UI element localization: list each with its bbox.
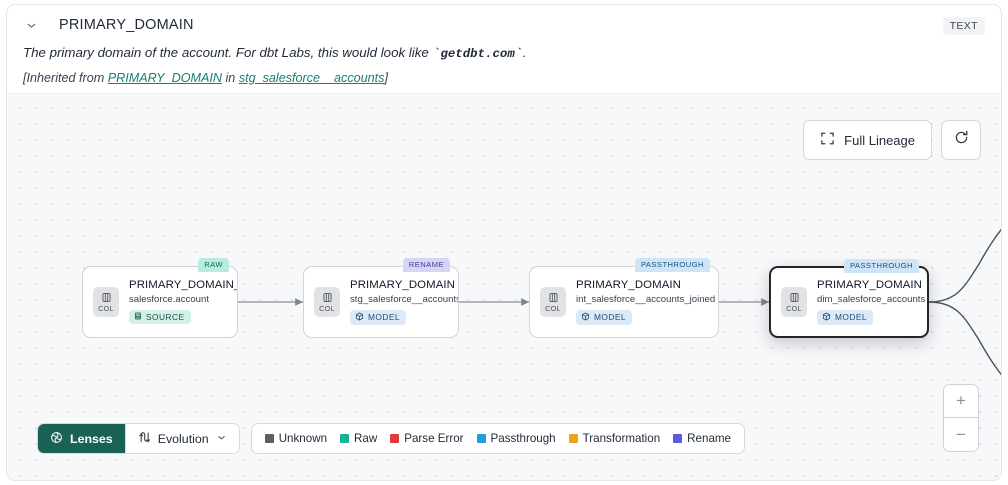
- node-kind-label: MODEL: [368, 312, 401, 322]
- legend-label: Parse Error: [404, 432, 464, 445]
- node-subtitle: salesforce.account: [129, 294, 209, 305]
- node-subtitle: dim_salesforce_accounts: [817, 293, 926, 305]
- node-title: PRIMARY_DOMAIN: [817, 278, 922, 291]
- inherited-from-line: [Inherited from PRIMARY_DOMAIN in stg_sa…: [23, 71, 985, 85]
- legend-item[interactable]: Transformation: [568, 432, 661, 445]
- col-icon: COL: [93, 287, 119, 317]
- node-tag: PASSTHROUGH: [843, 259, 919, 273]
- page-title: PRIMARY_DOMAIN: [59, 17, 194, 33]
- chevron-down-icon[interactable]: [23, 17, 39, 33]
- lineage-node[interactable]: RENAME COL PRIMARY_DOMAIN stg_salesforce…: [303, 258, 459, 338]
- evolution-arrows-icon: [138, 430, 151, 447]
- inherited-suffix: ]: [384, 70, 388, 85]
- description-suffix: .: [522, 45, 527, 60]
- lineage-node[interactable]: RAW COL PRIMARY_DOMAIN__C salesforce.acc…: [82, 258, 238, 338]
- col-icon: COL: [540, 287, 566, 317]
- node-subtitle: int_salesforce__accounts_joined: [576, 293, 716, 305]
- full-lineage-label: Full Lineage: [844, 132, 915, 148]
- zoom-in-button[interactable]: +: [944, 385, 978, 418]
- canvas-top-controls: Full Lineage: [803, 120, 981, 160]
- canvas-bottom-bar: Lenses Evolution: [37, 423, 745, 454]
- legend-item[interactable]: Rename: [673, 432, 731, 445]
- legend-label: Raw: [354, 432, 378, 445]
- legend-label: Transformation: [582, 432, 661, 445]
- refresh-button[interactable]: [941, 120, 981, 160]
- legend-label: Rename: [687, 432, 731, 445]
- legend-swatch: [340, 434, 350, 443]
- column-lineage-panel: PRIMARY_DOMAIN TEXT The primary domain o…: [6, 4, 1002, 481]
- lenses-control-group: Lenses Evolution: [37, 423, 240, 454]
- model-icon: [581, 312, 590, 323]
- node-kind-label: MODEL: [835, 312, 868, 322]
- legend-swatch: [568, 434, 578, 443]
- node-kind-label: MODEL: [594, 312, 627, 322]
- evolution-label: Evolution: [157, 431, 209, 446]
- zoom-controls: + −: [943, 384, 979, 452]
- type-badge: TEXT: [942, 17, 985, 35]
- legend-label: Passthrough: [490, 432, 556, 445]
- expand-corners-icon: [820, 131, 835, 149]
- col-label: COL: [545, 303, 561, 313]
- legend-label: Unknown: [278, 432, 328, 445]
- node-tag: PASSTHROUGH: [634, 258, 710, 272]
- panel-header: PRIMARY_DOMAIN TEXT The primary domain o…: [7, 5, 1001, 89]
- node-tag: RAW: [198, 258, 229, 272]
- description-code: getdbt.com: [440, 47, 515, 61]
- description-prefix: The primary domain of the account. For d…: [23, 45, 433, 60]
- lineage-node[interactable]: PASSTHROUGH COL PRIMARY_DOMAIN int_sales…: [529, 258, 719, 338]
- lenses-button[interactable]: Lenses: [38, 424, 125, 453]
- lineage-edges: [238, 228, 1001, 376]
- node-subtitle: stg_salesforce__accounts: [350, 293, 458, 305]
- col-label: COL: [786, 303, 802, 313]
- zoom-out-button[interactable]: −: [944, 418, 978, 451]
- legend-item[interactable]: Unknown: [264, 432, 328, 445]
- legend-item[interactable]: Passthrough: [476, 432, 556, 445]
- chevron-down-icon: [216, 432, 227, 446]
- node-kind-label: SOURCE: [146, 312, 185, 322]
- evolution-dropdown[interactable]: Evolution: [124, 424, 239, 453]
- inherited-prefix: [Inherited from: [23, 70, 108, 85]
- node-kind-badge: MODEL: [817, 309, 874, 325]
- node-kind-badge: MODEL: [350, 309, 407, 325]
- model-icon: [822, 312, 831, 323]
- column-description: The primary domain of the account. For d…: [23, 45, 527, 61]
- node-title: PRIMARY_DOMAIN: [576, 278, 681, 291]
- node-kind-badge: SOURCE: [129, 310, 191, 324]
- source-icon: [134, 312, 142, 322]
- legend-swatch: [390, 434, 400, 443]
- lens-icon: [50, 431, 63, 447]
- col-label: COL: [98, 303, 114, 313]
- inherited-mid: in: [222, 70, 239, 85]
- legend-swatch: [476, 434, 486, 443]
- node-title: PRIMARY_DOMAIN: [350, 278, 455, 291]
- inherited-column-link[interactable]: PRIMARY_DOMAIN: [107, 70, 222, 85]
- col-icon: COL: [314, 287, 340, 317]
- full-lineage-button[interactable]: Full Lineage: [803, 120, 932, 160]
- lineage-node-selected[interactable]: PASSTHROUGH COL PRIMARY_DOMAIN dim_sales…: [769, 259, 929, 338]
- col-icon: COL: [781, 287, 807, 317]
- node-kind-badge: MODEL: [576, 309, 633, 325]
- legend-item[interactable]: Raw: [340, 432, 377, 445]
- legend: Unknown Raw Parse Error Passthrough Tran…: [250, 423, 745, 454]
- inherited-model-link[interactable]: stg_salesforce__accounts: [238, 70, 385, 85]
- refresh-icon: [953, 129, 970, 151]
- node-tag: RENAME: [402, 258, 450, 272]
- lineage-canvas[interactable]: Full Lineage + − RAW: [7, 93, 1001, 480]
- legend-item[interactable]: Parse Error: [390, 432, 464, 445]
- col-label: COL: [319, 303, 335, 313]
- lenses-label: Lenses: [70, 431, 113, 446]
- legend-swatch: [264, 434, 274, 443]
- legend-swatch: [673, 434, 683, 443]
- model-icon: [355, 312, 364, 323]
- node-title: PRIMARY_DOMAIN__C: [129, 279, 237, 291]
